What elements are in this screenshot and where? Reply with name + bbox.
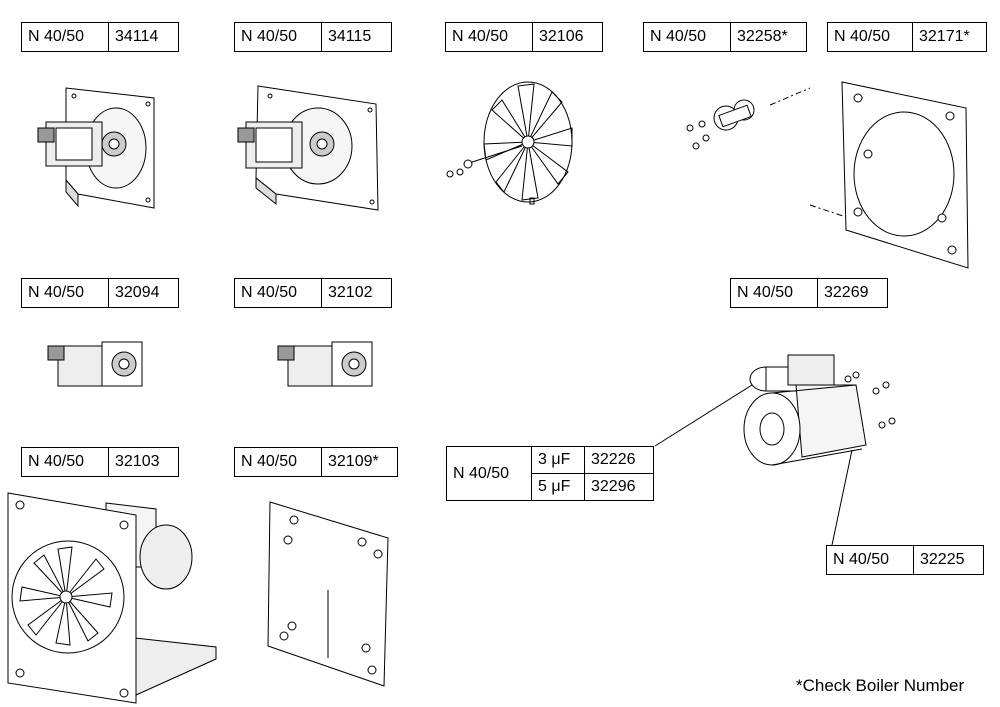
code-text: 32106 (532, 23, 602, 51)
part-label-32269: N 40/50 32269 (730, 278, 888, 308)
part-label-32106: N 40/50 32106 (445, 22, 603, 52)
part-label-32109: N 40/50 32109* (234, 447, 398, 477)
model-text: N 40/50 (650, 28, 707, 45)
model-text: N 40/50 (833, 551, 890, 568)
code-text: 34114 (108, 23, 178, 51)
model-text: N 40/50 (241, 284, 298, 301)
part-label-32225: N 40/50 32225 (826, 545, 984, 575)
hub-32258-drawing (680, 94, 780, 154)
model-text: N 40/50 (241, 453, 298, 470)
code-text: 32269 (817, 279, 887, 307)
code-text: 32109* (321, 448, 397, 476)
model-text: N 40/50 (737, 284, 794, 301)
code-text: 32103 (108, 448, 178, 476)
capacitor-model: N 40/50 (446, 446, 532, 501)
part-label-32094: N 40/50 32094 (21, 278, 179, 308)
code-text: 32094 (108, 279, 178, 307)
model-text: N 40/50 (28, 453, 85, 470)
fan-32103-drawing (6, 487, 221, 707)
capacitor-code: 32296 (584, 473, 654, 501)
part-label-32102: N 40/50 32102 (234, 278, 392, 308)
code-text: 32258* (730, 23, 806, 51)
plate-32109-drawing (266, 498, 392, 688)
model-text: N 40/50 (834, 28, 891, 45)
part-label-32171: N 40/50 32171* (827, 22, 987, 52)
model-text: N 40/50 (28, 28, 85, 45)
model-text: N 40/50 (241, 28, 298, 45)
code-text: 32171* (912, 23, 986, 51)
part-label-34114: N 40/50 34114 (21, 22, 179, 52)
code-text: 32225 (913, 546, 983, 574)
motor-32269-drawing (736, 345, 916, 470)
model-text: N 40/50 (28, 284, 85, 301)
part-label-34115: N 40/50 34115 (234, 22, 392, 52)
footnote: *Check Boiler Number (796, 676, 965, 695)
motor-32094-drawing (46, 336, 156, 396)
motor-32102-drawing (276, 336, 386, 396)
part-label-32258: N 40/50 32258* (643, 22, 807, 52)
capacitor-code: 32226 (584, 446, 654, 474)
capacitor-table: N 40/50 3 μF 32226 5 μF 32296 (446, 446, 654, 501)
code-text: 34115 (321, 23, 391, 51)
gasket-32171-drawing (838, 78, 973, 270)
part-label-32103: N 40/50 32103 (21, 447, 179, 477)
model-text: N 40/50 (452, 28, 509, 45)
fan-assembly-34115-drawing (236, 82, 386, 212)
impeller-32106-drawing (436, 78, 586, 213)
code-text: 32102 (321, 279, 391, 307)
fan-assembly-34114-drawing (36, 80, 166, 210)
capacitor-value: 5 μF (531, 473, 585, 501)
